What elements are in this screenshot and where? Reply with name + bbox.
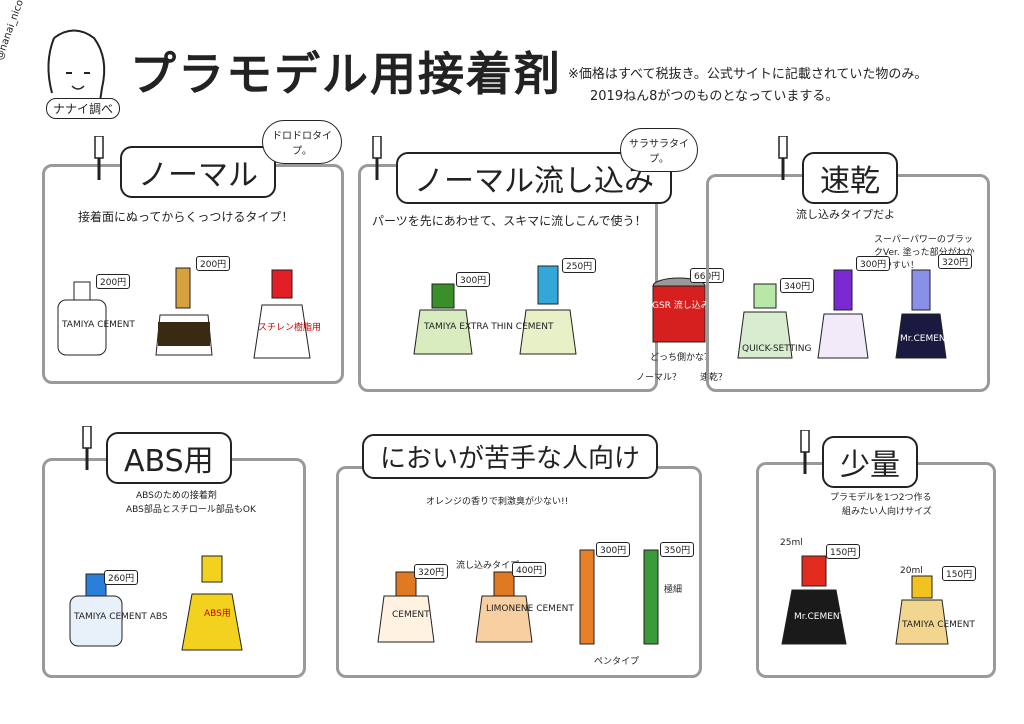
brush-icon [798, 429, 812, 476]
price-quick-3: 320円 [938, 254, 973, 269]
product-normal-2 [155, 267, 213, 356]
header-note-1: ※価格はすべて税抜き。公式サイトに記載されていた物のみ。 [568, 67, 928, 82]
smell-products [377, 549, 659, 645]
name-abs-1: TAMIYA CEMENT ABS [74, 612, 168, 622]
name-normal-1: TAMIYA CEMENT [62, 320, 135, 330]
product-normal-1 [57, 281, 107, 356]
brush-icon [80, 425, 94, 472]
desc-abs-1: ABSのための接着剤 [136, 491, 217, 501]
name-small-1: Mr.CEMENT [794, 612, 846, 622]
product-smell-1 [377, 571, 435, 643]
volume-small-2: 20ml [900, 566, 923, 576]
name-quick-3: Mr.CEMENT SP [900, 334, 966, 344]
abs-products [69, 555, 243, 651]
brush-icon [92, 135, 106, 182]
name-smell-2: LIMONENE CEMENT [486, 604, 574, 614]
price-smell-3: 300円 [596, 542, 631, 557]
desc-small-1: プラモデルを1つ2つ作る [830, 493, 932, 503]
desc-quick: 流し込みタイプだよ [796, 208, 895, 221]
name-abs-2: ABS用 [204, 609, 231, 619]
price-flow-1: 300円 [456, 272, 491, 287]
product-flow-1 [413, 283, 473, 355]
product-quick-1 [737, 283, 793, 359]
name-gsr: GSR 流し込み接着剤 [652, 301, 737, 311]
price-flow-2: 250円 [562, 258, 597, 273]
desc-abs-2: ABS部品とスチロール部品もOK [126, 505, 256, 515]
note-smell-tip: 極細 [664, 585, 683, 595]
header-note-2: 2019ねん8がつのものとなっていまする。 [590, 89, 839, 104]
product-quick-2 [817, 269, 869, 359]
note-smell-flow: 流し込みタイプ [456, 561, 520, 571]
volume-small-1: 25ml [780, 538, 803, 548]
name-small-2: TAMIYA CEMENT [902, 620, 975, 630]
price-normal-2: 200円 [196, 256, 231, 271]
product-smell-3 [579, 549, 595, 645]
note-smell-pen: ペンタイプ [594, 657, 640, 667]
label-quick: 速乾 [802, 152, 898, 204]
name-quick-1: QUICK-SETTING [742, 344, 812, 354]
quick-products [737, 269, 947, 359]
question-quick: 速乾？ [700, 373, 728, 383]
note-quick: スーパーパワーのブラックVer. 塗った部分がわかりやすい！ [874, 235, 975, 271]
price-abs-1: 260円 [104, 570, 139, 585]
price-small-1: 150円 [826, 544, 861, 559]
flow-products [413, 265, 577, 355]
product-gsr-can [652, 277, 706, 343]
label-normal: ノーマル [120, 146, 276, 198]
price-smell-1: 320円 [414, 564, 449, 579]
product-flow-2 [519, 265, 577, 355]
normal-products [57, 267, 311, 359]
desc-normal: 接着面にぬってからくっつけるタイプ！ [78, 210, 294, 224]
desc-smell: オレンジの香りで刺激臭が少ない!! [426, 497, 569, 507]
brush-icon [776, 135, 790, 182]
price-smell-4: 350円 [660, 542, 695, 557]
label-abs: ABS用 [106, 432, 232, 484]
name-flow-1: TAMIYA EXTRA THIN CEMENT [424, 322, 554, 332]
price-small-2: 150円 [942, 566, 977, 581]
desc-small-2: 組みたい人向けサイズ [842, 507, 932, 517]
small-products [781, 555, 949, 645]
product-abs-2 [181, 555, 243, 651]
label-small: 少量 [822, 436, 918, 488]
page-title: プラモデル用接着剤 [130, 47, 562, 101]
price-smell-2: 400円 [512, 562, 547, 577]
product-small-2 [895, 575, 949, 645]
product-quick-3 [895, 269, 947, 359]
product-smell-2 [475, 571, 533, 643]
label-smell: においが苦手な人向け [362, 434, 659, 479]
bubble-normal: ドロドロタイプ。 [262, 120, 342, 164]
name-smell-1: CEMENT [392, 610, 430, 620]
desc-flow: パーツを先にあわせて、スキマに流しこんで使う！ [372, 214, 647, 228]
author-avatar [14, 18, 124, 128]
bubble-flow: サラサラタイプ。 [620, 128, 698, 172]
question-normal: ノーマル？ [636, 373, 682, 383]
product-abs-1 [69, 573, 123, 647]
product-smell-4 [643, 549, 659, 645]
price-quick-1: 340円 [780, 278, 815, 293]
price-quick-2: 300円 [856, 256, 891, 271]
product-small-1 [781, 555, 847, 645]
name-normal-3: スチレン樹脂用 [258, 323, 322, 333]
brush-icon [370, 135, 384, 182]
author-tag: ナナイ調べ [46, 98, 121, 119]
product-normal-3 [253, 269, 311, 359]
price-normal-1: 200円 [96, 274, 131, 289]
question-which: どっち側かな？ [650, 353, 714, 363]
